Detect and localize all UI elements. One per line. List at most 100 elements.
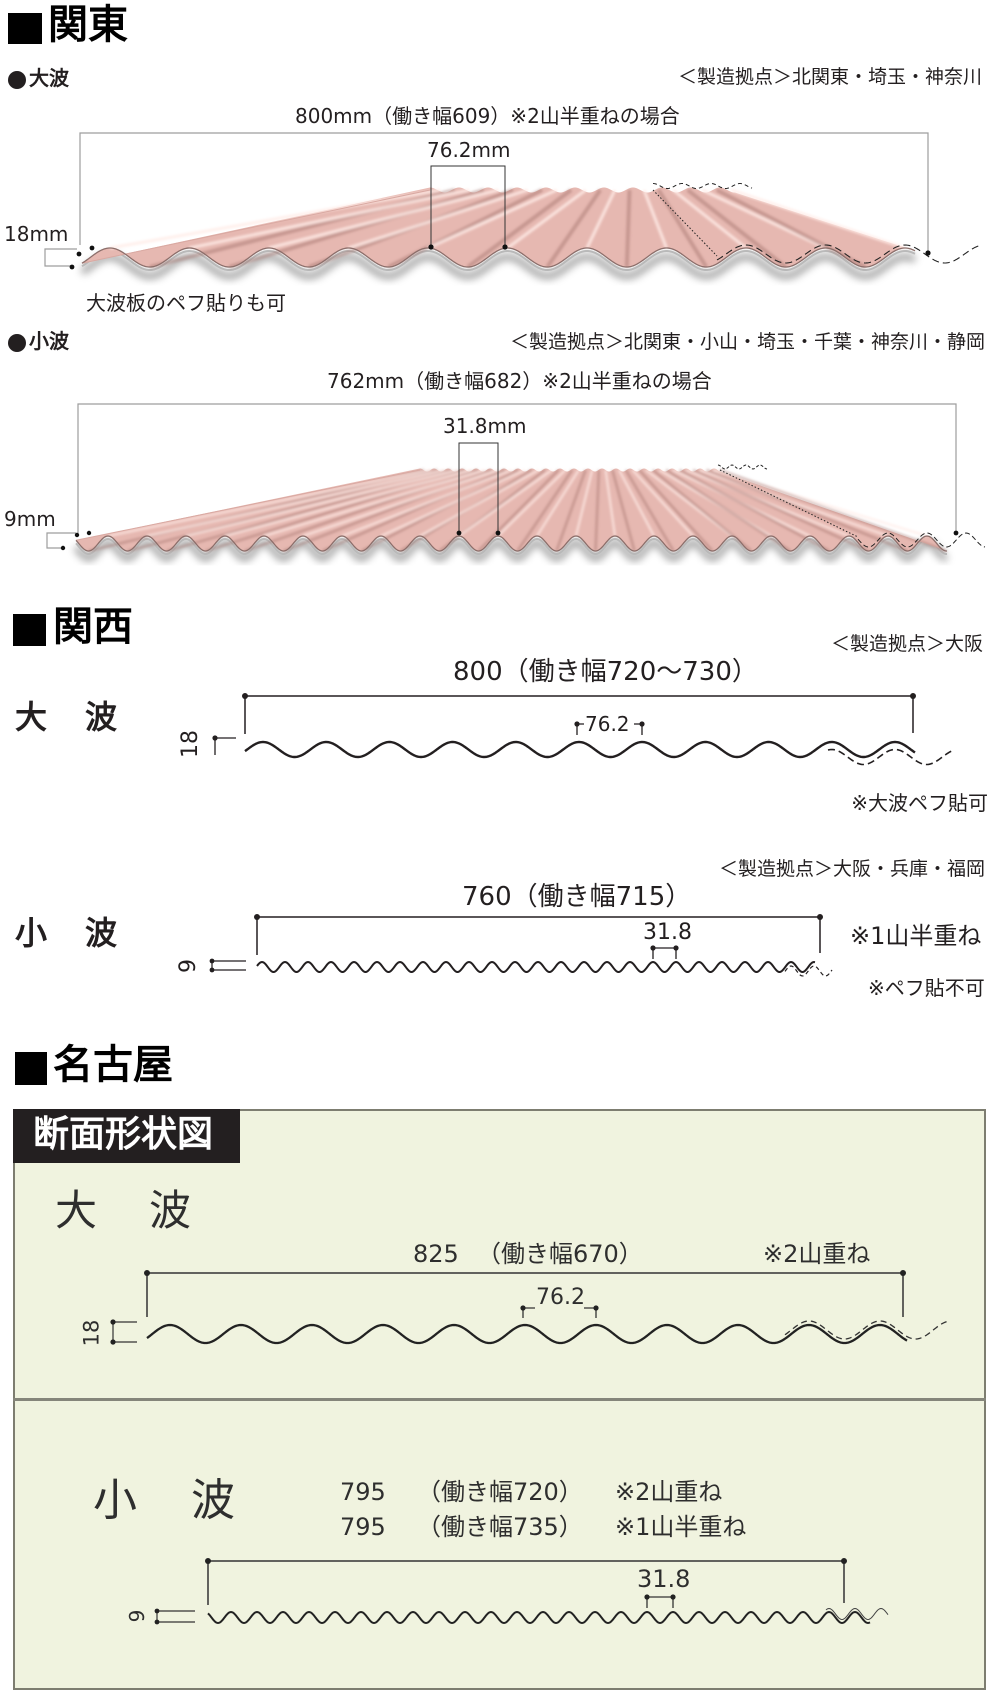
kansai-konami-height: 9 — [176, 959, 201, 973]
wave-profile — [146, 1323, 908, 1345]
dimension-dot — [639, 721, 645, 727]
sheet-crest-highlight — [427, 188, 558, 250]
kansai-konami-width-text: 760（働き幅715） — [462, 882, 692, 912]
kanto-okunami-factory: ＜製造拠点＞北関東・埼玉・神奈川 — [677, 66, 982, 88]
dimension-dot — [644, 1594, 650, 1600]
overlap-dashed-wave — [784, 965, 833, 977]
sheet-ridges — [88, 468, 947, 553]
kanto-konami-factory: ＜製造拠点＞北関東・小山・埼玉・千葉・神奈川・静岡 — [509, 331, 985, 353]
kansai-konami-factory: ＜製造拠点＞大阪・兵庫・福岡 — [718, 858, 985, 880]
overlap-dashed-wave — [784, 1320, 949, 1340]
dimension-dot — [209, 967, 215, 973]
dimension-dot — [60, 545, 66, 551]
sheet-crest-highlight — [268, 188, 499, 250]
overall-width-frame — [77, 403, 957, 535]
overall-width-line — [146, 1272, 904, 1317]
sheet-crest-highlight — [604, 469, 616, 537]
sheet-trough-shade — [719, 468, 947, 553]
overlap-dashed-top-wave — [717, 464, 768, 470]
overall-width-frame — [79, 132, 929, 253]
dimension-dot — [254, 914, 260, 920]
sheet-crest-highlight — [645, 469, 733, 537]
height-marker — [156, 1610, 195, 1623]
sheet-trough-shade — [477, 469, 560, 552]
nagoya-konami-height: 9 — [125, 1609, 149, 1623]
bullet-circle-icon — [8, 71, 26, 89]
sheet-crest-highlight — [730, 188, 906, 250]
sheet-trough-shade — [438, 468, 546, 553]
section-square-icon — [8, 13, 42, 44]
sheet-trough-shade — [686, 188, 788, 269]
kanto-okunami-note: 大波板のペフ貼りも可 — [86, 291, 286, 315]
nagoya-okunami-height: 18 — [79, 1319, 104, 1347]
pitch-marker — [652, 947, 677, 959]
kanto-konami-height: 9mm — [4, 507, 56, 531]
sheet-surface — [76, 468, 947, 551]
section-square-icon — [13, 614, 46, 646]
sheet-trough-shade — [545, 188, 602, 269]
dimension-dot — [212, 735, 218, 741]
dimension-dot — [650, 945, 656, 951]
pitch-marker — [646, 1596, 674, 1608]
sheet-shadow — [80, 253, 917, 280]
sheet-crest-highlight — [189, 188, 470, 250]
wave-profile — [207, 1610, 871, 1625]
kanto-okunami-pitch: 76.2mm — [427, 138, 511, 162]
sheet-front-edge — [75, 535, 947, 552]
sheet-crest-highlight — [575, 469, 594, 537]
sheet-crest-highlight — [341, 469, 512, 537]
sheet-crest-highlight — [536, 469, 580, 537]
sheet-crest-highlight — [585, 189, 617, 249]
panel-divider — [13, 1398, 986, 1401]
kanto-konami-width-text: 762mm（働き幅682）※2山半重ねの場合 — [327, 369, 712, 393]
sheet-trough-shade — [656, 188, 708, 269]
dimension-dot — [242, 693, 248, 699]
dimension-dot — [670, 1594, 676, 1600]
sheet-trough-shade — [624, 189, 632, 268]
section-square-icon — [15, 1052, 47, 1085]
kanto-okunami-label: 大波 — [29, 66, 69, 90]
kanto-okunami-height: 18mm — [4, 222, 69, 246]
kanto-konami-pitch: 31.8mm — [443, 414, 527, 438]
nagoya-okunami-diagram — [110, 1270, 949, 1345]
sheet-crest-highlight — [146, 469, 445, 537]
height-marker — [211, 960, 246, 971]
kansai-okunami-diagram — [212, 693, 953, 766]
dimension-dot — [673, 945, 679, 951]
sheet-trough-shade — [611, 469, 636, 552]
sheet-underside — [81, 249, 916, 272]
kansai-okunami-height: 18 — [178, 730, 203, 758]
wave-profile — [256, 960, 816, 973]
nagoya-konami-row2-length: 795 — [340, 1513, 386, 1541]
kansai-okunami-factory: ＜製造拠点＞大阪 — [830, 633, 983, 655]
kansai-konami-label: 小 波 — [15, 914, 121, 952]
sheet-trough-shade — [387, 188, 543, 269]
sheet-crest-highlight — [302, 469, 499, 537]
sheet-crest-highlight — [107, 469, 432, 537]
nagoya-konami-row1-note: ※2山重ね — [615, 1478, 723, 1506]
sheet-left-edge — [75, 469, 421, 541]
height-bracket — [46, 532, 76, 549]
sheet-trough-shade — [360, 468, 519, 553]
kansai-konami-note-overlap: ※1山半重ね — [850, 922, 982, 950]
overlap-dashed-wave — [857, 532, 986, 548]
dimension-dot — [205, 1558, 211, 1564]
height-marker — [112, 1321, 137, 1343]
sheet-crest-highlight — [672, 188, 747, 250]
dimension-dot — [456, 530, 462, 536]
sheet-underside — [75, 537, 947, 555]
overlap-dashed-wave — [827, 748, 953, 766]
wave-profile — [244, 740, 916, 759]
nagoya-konami-row2-work-width: （働き幅735） — [417, 1513, 583, 1541]
nagoya-konami-row1-work-width: （働き幅720） — [417, 1478, 583, 1506]
kansai-konami-note-pef: ※ペフ貼不可 — [868, 976, 985, 1000]
sheet-trough-shade — [594, 469, 601, 552]
dimension-dot — [74, 532, 80, 538]
sheet-trough-shade — [692, 468, 870, 553]
kanto-konami-diagram — [46, 403, 986, 562]
dimension-dot — [520, 1305, 526, 1311]
sheet-left-edge — [81, 189, 431, 264]
kansai-konami-diagram — [209, 914, 833, 977]
dimension-dot — [900, 1270, 906, 1276]
dimension-dot — [953, 530, 959, 536]
